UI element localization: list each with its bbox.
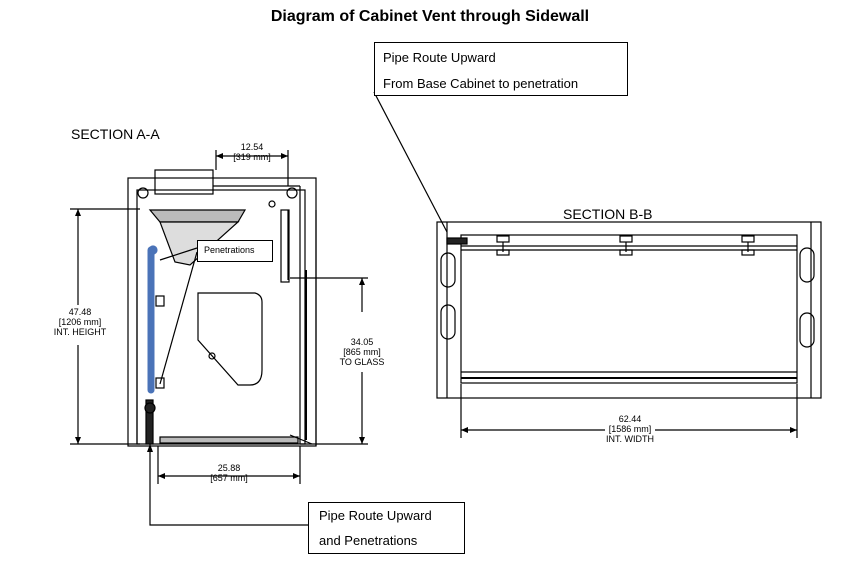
callout-pipe-route-top: Pipe Route Upward From Base Cabinet to p… [374, 42, 628, 96]
section-a-top-box [154, 169, 214, 195]
callout-pipe-route-bottom: Pipe Route Upward and Penetrations [308, 502, 465, 554]
section-b-left-slot-bottom [440, 304, 456, 340]
section-a-label: SECTION A-A [71, 126, 160, 142]
callout-penetrations: Penetrations [197, 240, 273, 262]
dim-int-width: 62.44 [1586 mm] INT. WIDTH [606, 414, 654, 444]
section-b-right-slot-top [799, 247, 815, 283]
bottom-callout-leader [149, 444, 308, 526]
section-b-hanger-1 [496, 235, 510, 256]
section-a-hatched-shelf [148, 209, 247, 223]
dim-int-height: 47.48 [1206 mm] INT. HEIGHT [53, 307, 107, 337]
section-b-left-slot-top [440, 252, 456, 288]
section-b-right-slot-bottom [799, 312, 815, 348]
top-callout-leader [373, 91, 448, 233]
section-a-top-left-roller [137, 187, 149, 199]
section-b-inner-frame [460, 234, 798, 384]
callout-top-line1: Pipe Route Upward [383, 50, 496, 65]
diagram-title: Diagram of Cabinet Vent through Sidewall [270, 8, 590, 25]
section-a-pipe-elbow [144, 402, 156, 414]
section-a-floor [159, 436, 299, 444]
callout-penetrations-label: Penetrations [204, 245, 255, 255]
dim-to-glass: 34.05 [865 mm] TO GLASS [339, 337, 385, 367]
section-a-blower-box [197, 292, 263, 386]
section-b-outer-frame [436, 221, 822, 399]
callout-bottom-line2: and Penetrations [319, 533, 418, 548]
callout-bottom-line1: Pipe Route Upward [319, 508, 432, 523]
section-b-hanger-2 [619, 235, 633, 256]
section-b-hanger-3 [741, 235, 755, 256]
dim-top-width: 12.54 [319 mm] [233, 142, 271, 162]
section-a-top-right-roller [286, 187, 298, 199]
section-b-label: SECTION B-B [563, 206, 653, 222]
callout-top-line2: From Base Cabinet to penetration [383, 76, 579, 91]
dim-depth-bottom: 25.88 [657 mm] [210, 463, 248, 483]
section-b-penetration-fitting [446, 237, 468, 245]
